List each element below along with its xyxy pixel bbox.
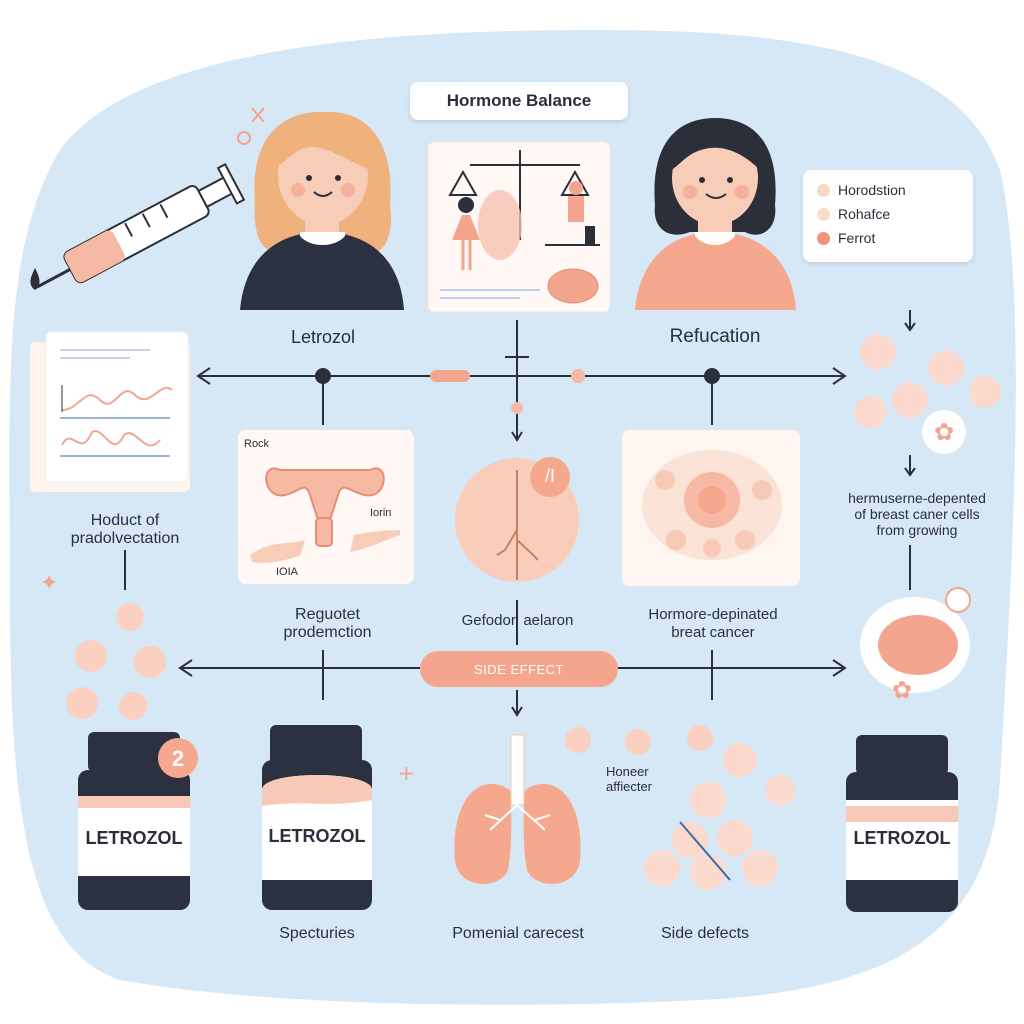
pills-left-middle: ✦ [40, 571, 166, 720]
label-center: Gefodor, aelaron [461, 612, 574, 629]
pill-dot-icon-2 [511, 402, 523, 414]
reproductive-card [238, 430, 414, 584]
label-refucation: Refucation [669, 326, 761, 347]
chart-document [30, 331, 190, 492]
label-pills: Honeer affiecter [606, 764, 653, 794]
lungs-illustration [454, 734, 581, 884]
bottle-middle: + [262, 725, 415, 910]
bottom-label-2: Pomenial carecest [452, 925, 584, 942]
node-right [704, 368, 720, 384]
bottle-label-right: LETROZOL [853, 828, 951, 848]
capsule-icon [430, 370, 470, 382]
small-circle-icon [237, 131, 251, 145]
label-tissue: Hormore-depinated breat cancer [648, 606, 778, 641]
pill-dish-right: ✿ [860, 587, 971, 704]
sparkle-icon [251, 107, 265, 123]
label-letrozol: Letrozol [290, 327, 356, 347]
tag-iorin: Iorin [370, 507, 392, 519]
pills-cluster [565, 725, 795, 890]
label-product: Hoduct of pradolvectation [70, 512, 180, 547]
svg-text:✦: ✦ [40, 571, 58, 596]
page-title: Hormone Balance [410, 82, 628, 120]
label-reproductive: Reguotet prodemction [283, 606, 372, 641]
center-circle [455, 457, 579, 582]
legend-item: Ferrot [817, 230, 875, 246]
balance-card [427, 141, 611, 313]
legend: Horodstion Rohafce Ferrot [803, 170, 973, 262]
bottom-label-1: Specturies [279, 925, 355, 942]
bottom-label-3: Side defects [660, 925, 750, 942]
legend-dot [817, 183, 830, 197]
legend-label: Rohafce [838, 206, 891, 222]
legend-label: Horodstion [838, 182, 906, 198]
syringe-icon [36, 162, 246, 289]
woman-left-illustration [240, 111, 404, 310]
label-right-text: hermuserne-depented of breast caner cell… [848, 490, 986, 538]
bottle-right [846, 735, 958, 912]
connector-row-bottom [124, 310, 916, 717]
svg-text:✿: ✿ [934, 418, 954, 446]
node-left [315, 368, 331, 384]
svg-text:✿: ✿ [892, 676, 912, 704]
bottle-left [78, 732, 198, 910]
drop-icon [30, 268, 40, 290]
legend-item: Horodstion [817, 182, 906, 198]
center-badge: /I [544, 466, 555, 486]
svg-text:+: + [398, 761, 415, 785]
pills-right-top: ✿ [854, 334, 1001, 454]
legend-dot [817, 231, 830, 245]
connector-row-top [196, 320, 847, 442]
tag-ioia: IOIA [276, 566, 299, 578]
tissue-card [622, 430, 800, 586]
legend-label: Ferrot [838, 230, 876, 246]
bottle-label-middle: LETROZOL [268, 826, 366, 846]
tag-rock: Rock [244, 438, 270, 450]
woman-right-illustration [635, 118, 796, 310]
side-effect-badge: SIDE EFFECT [420, 651, 618, 687]
bottle-label-left: LETROZOL [85, 828, 183, 848]
pill-dot-icon [571, 369, 585, 383]
bottle-badge: 2 [171, 746, 185, 771]
legend-item: Rohafce [817, 206, 890, 222]
legend-dot [817, 207, 830, 221]
